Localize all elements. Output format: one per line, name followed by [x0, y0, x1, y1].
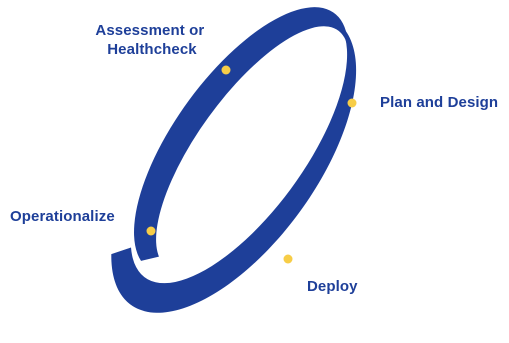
stage-marker-plan [347, 98, 357, 108]
ring-outer-swoosh [111, 12, 357, 313]
stage-label-assessment-line1: Assessment or [95, 22, 204, 39]
stage-label-deploy: Deploy [307, 278, 358, 295]
stage-label-assessment-line2: Healthcheck [107, 41, 197, 58]
ring-inner-swoosh [134, 7, 349, 261]
lifecycle-ring [111, 7, 357, 313]
stage-label-assessment: Assessment or Healthcheck [95, 22, 208, 58]
stage-marker-deploy [283, 254, 293, 264]
stage-label-operationalize: Operationalize [10, 208, 115, 225]
stage-marker-assessment [221, 65, 231, 75]
stage-label-plan: Plan and Design [380, 94, 498, 111]
stage-marker-operationalize [146, 226, 156, 236]
